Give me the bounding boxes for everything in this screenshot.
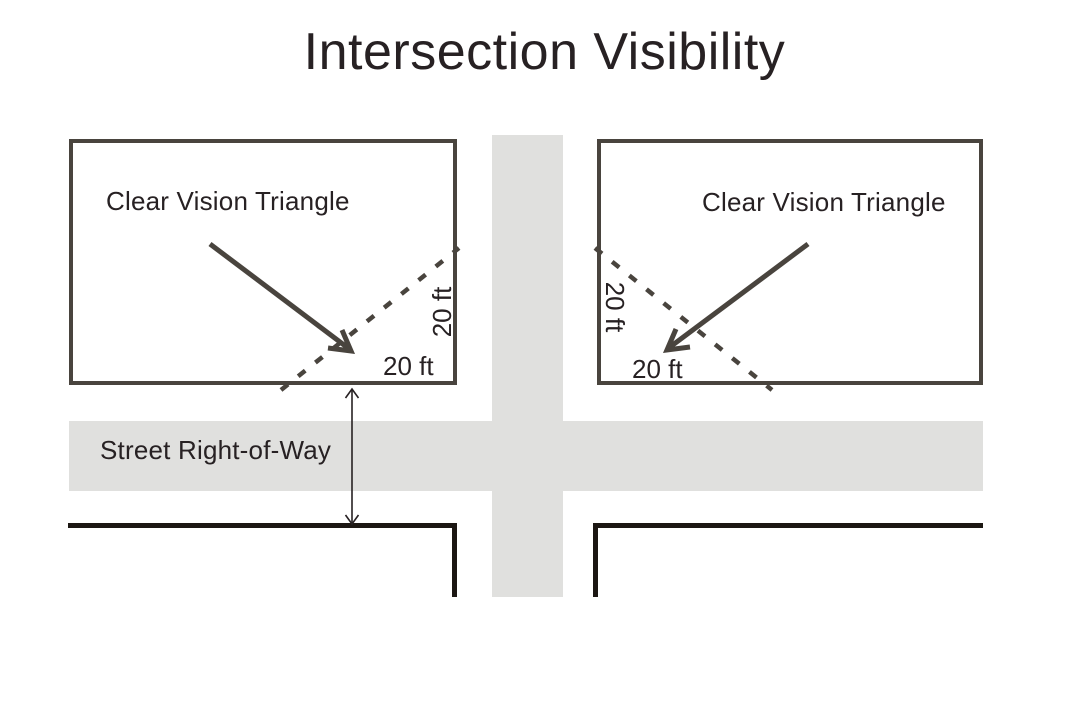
left-parcel-box (69, 139, 457, 385)
right-side-distance-label: 20 ft (600, 281, 630, 333)
right-front-distance-label: 20 ft (632, 354, 683, 384)
right-clear-vision-label: Clear Vision Triangle (702, 187, 946, 217)
dimension-arrow-icon (344, 387, 360, 526)
left-side-distance-label: 20 ft (427, 286, 457, 338)
street-right-of-way-label: Street Right-of-Way (100, 435, 332, 465)
right-property-line (593, 523, 983, 597)
left-pointer-arrow-icon (208, 242, 356, 355)
left-property-line (68, 523, 457, 597)
right-pointer-arrow-icon (662, 241, 810, 354)
page-title: Intersection Visibility (303, 23, 786, 81)
horizontal-street-pavement (69, 421, 983, 491)
left-sight-line-dashed (279, 246, 461, 392)
right-parcel-box (597, 139, 983, 385)
right-sight-line-dashed (593, 246, 774, 392)
vertical-street-pavement (492, 135, 563, 597)
left-front-distance-label: 20 ft (383, 351, 434, 381)
left-clear-vision-label: Clear Vision Triangle (106, 186, 350, 216)
